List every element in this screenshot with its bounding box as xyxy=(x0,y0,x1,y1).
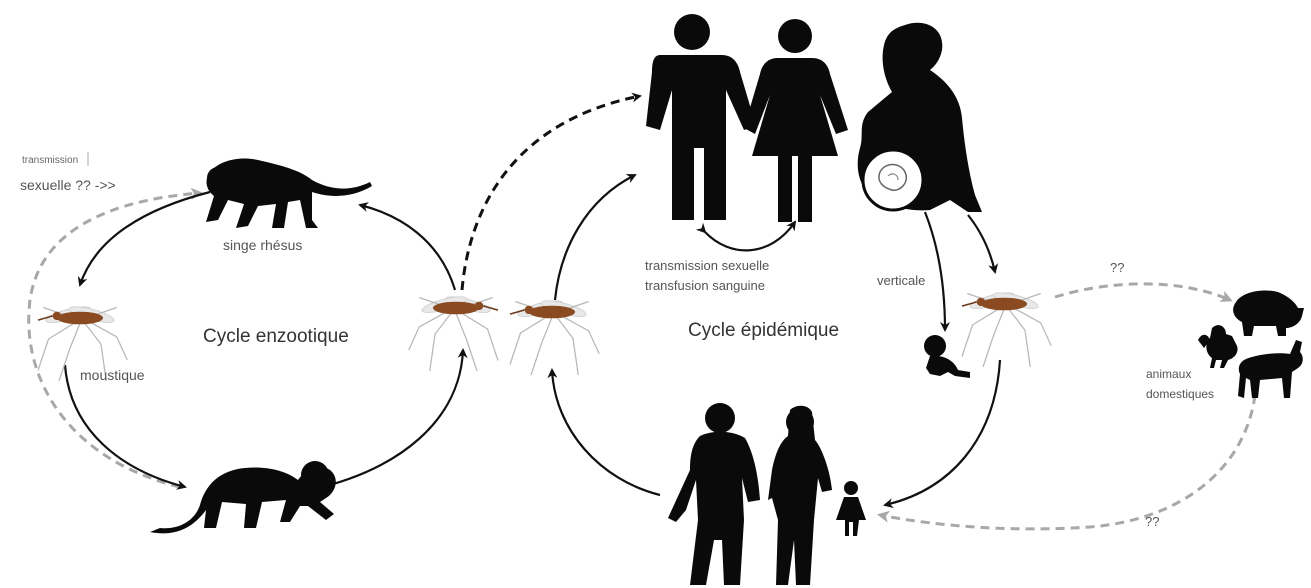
mosquito-center-right-icon xyxy=(510,298,599,375)
verticale-label: verticale xyxy=(877,273,925,288)
arrow-monkey-to-mosquito-right xyxy=(310,350,463,490)
child-icon xyxy=(836,481,866,536)
mosquito-right-icon xyxy=(962,290,1051,367)
rhesus-monkey-top-icon xyxy=(206,159,372,229)
arrow-monkey-to-mosquito-left xyxy=(80,192,210,285)
baby-icon xyxy=(924,335,970,378)
rhesus-monkey-bottom-icon xyxy=(150,461,336,533)
pig-icon xyxy=(1233,290,1304,336)
goat-icon xyxy=(1238,340,1303,398)
arrow-mosquito-to-humans xyxy=(555,175,635,300)
arrow-vertical-to-baby xyxy=(925,212,945,330)
man-silhouette-icon xyxy=(646,14,756,220)
rooster-icon xyxy=(1198,325,1238,368)
arrow-mosquito-left-to-monkey xyxy=(65,365,185,487)
pregnant-woman-icon xyxy=(858,23,982,212)
walking-woman-icon xyxy=(768,406,832,585)
arrow-animals-to-people xyxy=(880,395,1255,529)
animaux-label: animaux xyxy=(1146,367,1191,381)
moustique-label: moustique xyxy=(80,367,145,383)
qq-top-label: ?? xyxy=(1110,260,1124,275)
arrow-spillover xyxy=(462,96,640,290)
walking-man-icon xyxy=(668,403,760,585)
sexuelle-arrow-label: sexuelle ?? ->> xyxy=(20,177,116,193)
arrow-woman-to-mosquito xyxy=(968,215,995,272)
arrow-mosquito-to-animals xyxy=(1055,284,1230,300)
transmission-small-label: transmission xyxy=(22,155,78,166)
arrow-mosquito-right-to-people xyxy=(885,360,1000,505)
transmission-sexuelle-label: transmission sexuelle xyxy=(645,258,769,273)
transfusion-sanguine-label: transfusion sanguine xyxy=(645,278,765,293)
mosquito-center-left-icon xyxy=(409,294,498,371)
qq-bottom-label: ?? xyxy=(1145,514,1159,529)
domestiques-label: domestiques xyxy=(1146,387,1214,401)
singe-rhesus-label: singe rhésus xyxy=(223,237,302,253)
arrow-people-to-mosquito xyxy=(552,370,660,495)
cycle-enzootique-title: Cycle enzootique xyxy=(203,326,349,347)
arrow-mosquito-right-to-monkey xyxy=(360,205,455,290)
woman-silhouette-icon xyxy=(744,19,848,222)
arrow-couple-sexual xyxy=(705,222,795,250)
cycle-epidemique-title: Cycle épidémique xyxy=(688,320,839,341)
